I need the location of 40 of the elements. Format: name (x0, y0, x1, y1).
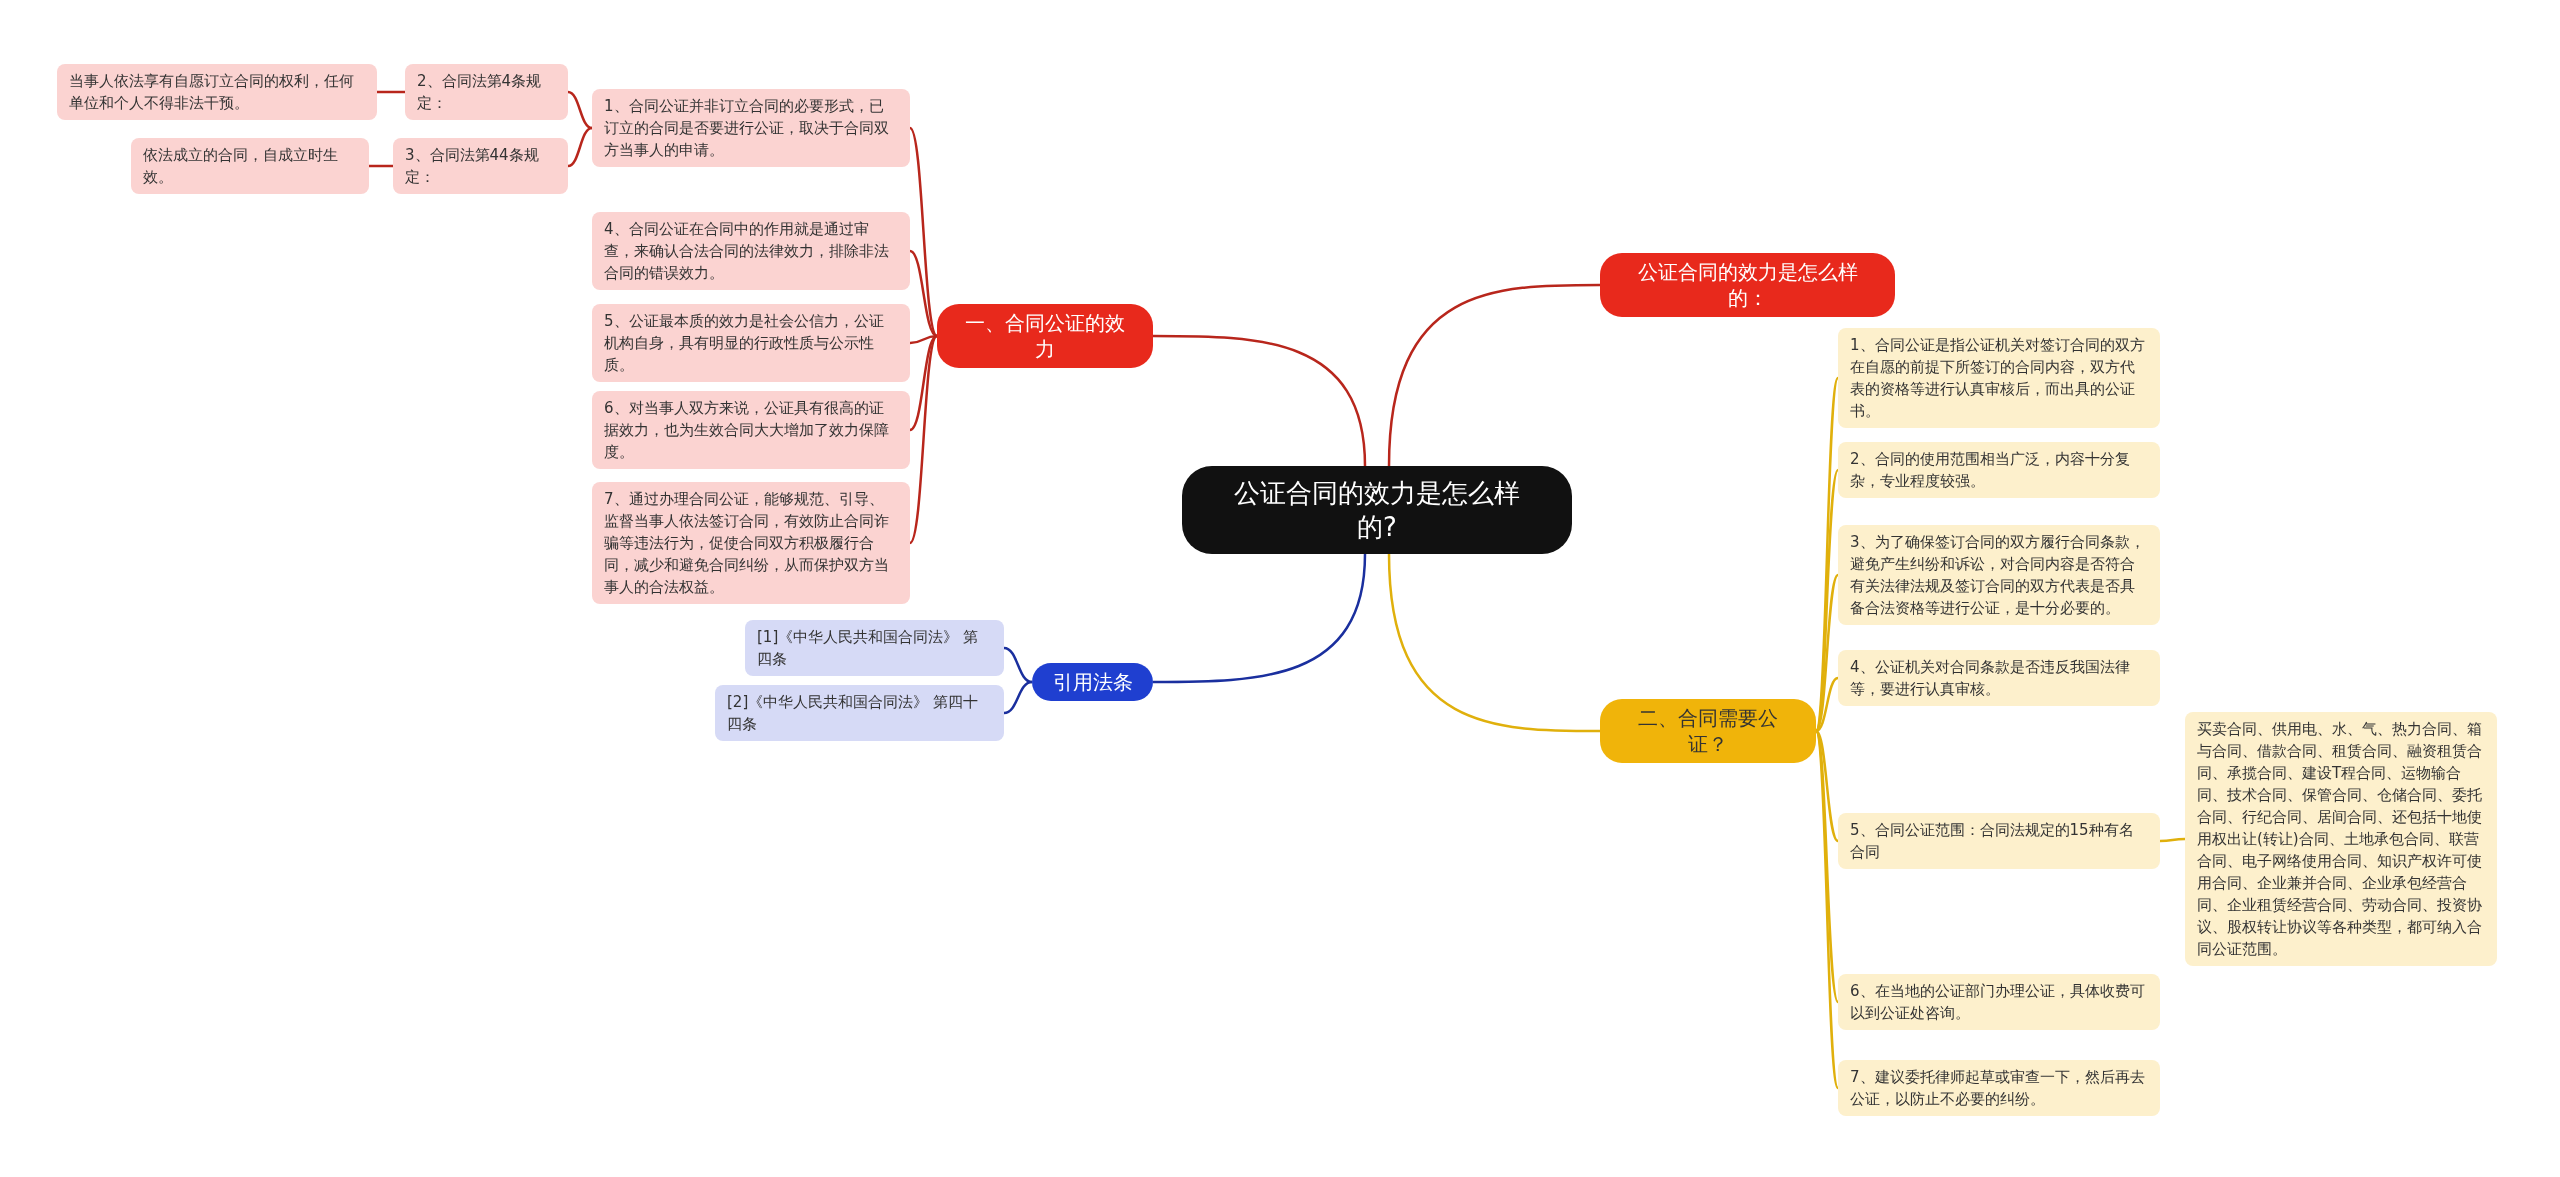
subtopic-box: 7、通过办理合同公证，能够规范、引导、监督当事人依法签订合同，有效防止合同诈骗等违法行为，促使合同双方积极履行合同，减少和避免合同纠纷，从而保护双方当事人的合法权益。 (592, 482, 910, 604)
connector-line (1815, 730, 1839, 842)
connector-line (1387, 283, 1600, 467)
subtopic-box: 3、为了确保签订合同的双方履行合同条款，避免产生纠纷和诉讼，对合同内容是否符合有关法律法规及签订合同的双方代表是否具备合法资格等进行公证，是十分必要的。 (1838, 525, 2160, 625)
branch-topic: 公证合同的效力是怎么样的： (1600, 253, 1895, 317)
connector-line (1153, 553, 1367, 684)
connector-line (377, 90, 405, 94)
connector-line (567, 90, 593, 130)
connector-line (909, 335, 938, 544)
subtopic-box: 依法成立的合同，自成立时生效。 (131, 138, 369, 194)
subtopic-box: 7、建议委托律师起草或审查一下，然后再去公证，以防止不必要的纠纷。 (1838, 1060, 2160, 1116)
subtopic-box: 2、合同的使用范围相当广泛，内容十分复杂，专业程度较强。 (1838, 442, 2160, 498)
subtopic-box: [2]《中华人民共和国合同法》 第四十四条 (715, 685, 1004, 741)
subtopic-box: 4、合同公证在合同中的作用就是通过审查，来确认合法合同的法律效力，排除非法合同的错误效力。 (592, 212, 910, 290)
connector-line (1153, 334, 1367, 467)
subtopic-box: [1]《中华人民共和国合同法》 第四条 (745, 620, 1004, 676)
subtopic-box: 4、公证机关对合同条款是否违反我国法律等，要进行认真审核。 (1838, 650, 2160, 706)
connector-line (909, 249, 938, 338)
subtopic-box: 2、合同法第4条规定： (405, 64, 568, 120)
connector-line (1815, 676, 1839, 733)
subtopic-box: 3、合同法第44条规定： (393, 138, 568, 194)
subtopic-box: 买卖合同、供用电、水、气、热力合同、箱与合同、借款合同、租赁合同、融资租赁合同、承揽合同、建设T程合同、运物输合同、技术合同、保管合同、仓储合同、委托合同、行纪合同、居间合同、还包括十地使用权出让(转让)合同、土地承包合同、联营合同、电子网络使用合同、知识产权许可使用合同、企业兼并合同、企业承包经营合同、企业租赁经营合同、劳动合同、投资协议、股权转让协议等各种类型，都可纳入合同公证范围。 (2185, 712, 2497, 966)
connector-line (369, 164, 393, 168)
subtopic-box: 6、在当地的公证部门办理公证，具体收费可以到公证处咨询。 (1838, 974, 2160, 1030)
connector-line (909, 127, 938, 337)
subtopic-box: 当事人依法享有自愿订立合同的权利，任何单位和个人不得非法干预。 (57, 64, 377, 120)
subtopic-box: 6、对当事人双方来说，公证具有很高的证据效力，也为生效合同大大增加了效力保障度。 (592, 391, 910, 469)
connector-line (567, 126, 593, 168)
central-topic: 公证合同的效力是怎么样的? (1182, 466, 1572, 554)
connector-line (2160, 837, 2185, 843)
subtopic-box: 5、公证最本质的效力是社会公信力，公证机构自身，具有明显的行政性质与公示性质。 (592, 304, 910, 382)
subtopic-box: 1、合同公证并非订立合同的必要形式，已订立的合同是否要进行公证，取决于合同双方当事人的申请。 (592, 89, 910, 167)
connector-line (1003, 680, 1033, 715)
branch-topic: 引用法条 (1032, 663, 1153, 701)
connector-line (1387, 553, 1600, 733)
subtopic-box: 1、合同公证是指公证机关对签订合同的双方在自愿的前提下所签订的合同内容，双方代表的资格等进行认真审核后，而出具的公证书。 (1838, 328, 2160, 428)
subtopic-box: 5、合同公证范围：合同法规定的15种有名合同 (1838, 813, 2160, 869)
connector-line (1003, 646, 1033, 684)
branch-topic: 一、合同公证的效力 (937, 304, 1153, 368)
branch-topic: 二、合同需要公证？ (1600, 699, 1816, 763)
